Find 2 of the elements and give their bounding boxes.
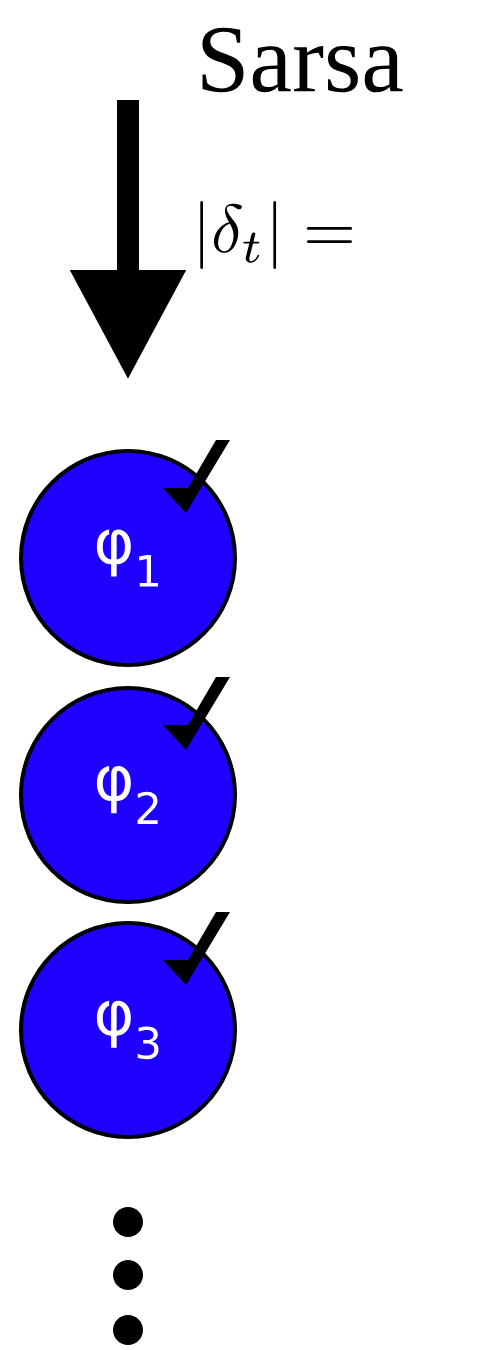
formula: $|\delta_t| =$ [200, 201, 353, 269]
title: Sarsa [202, 27, 403, 93]
